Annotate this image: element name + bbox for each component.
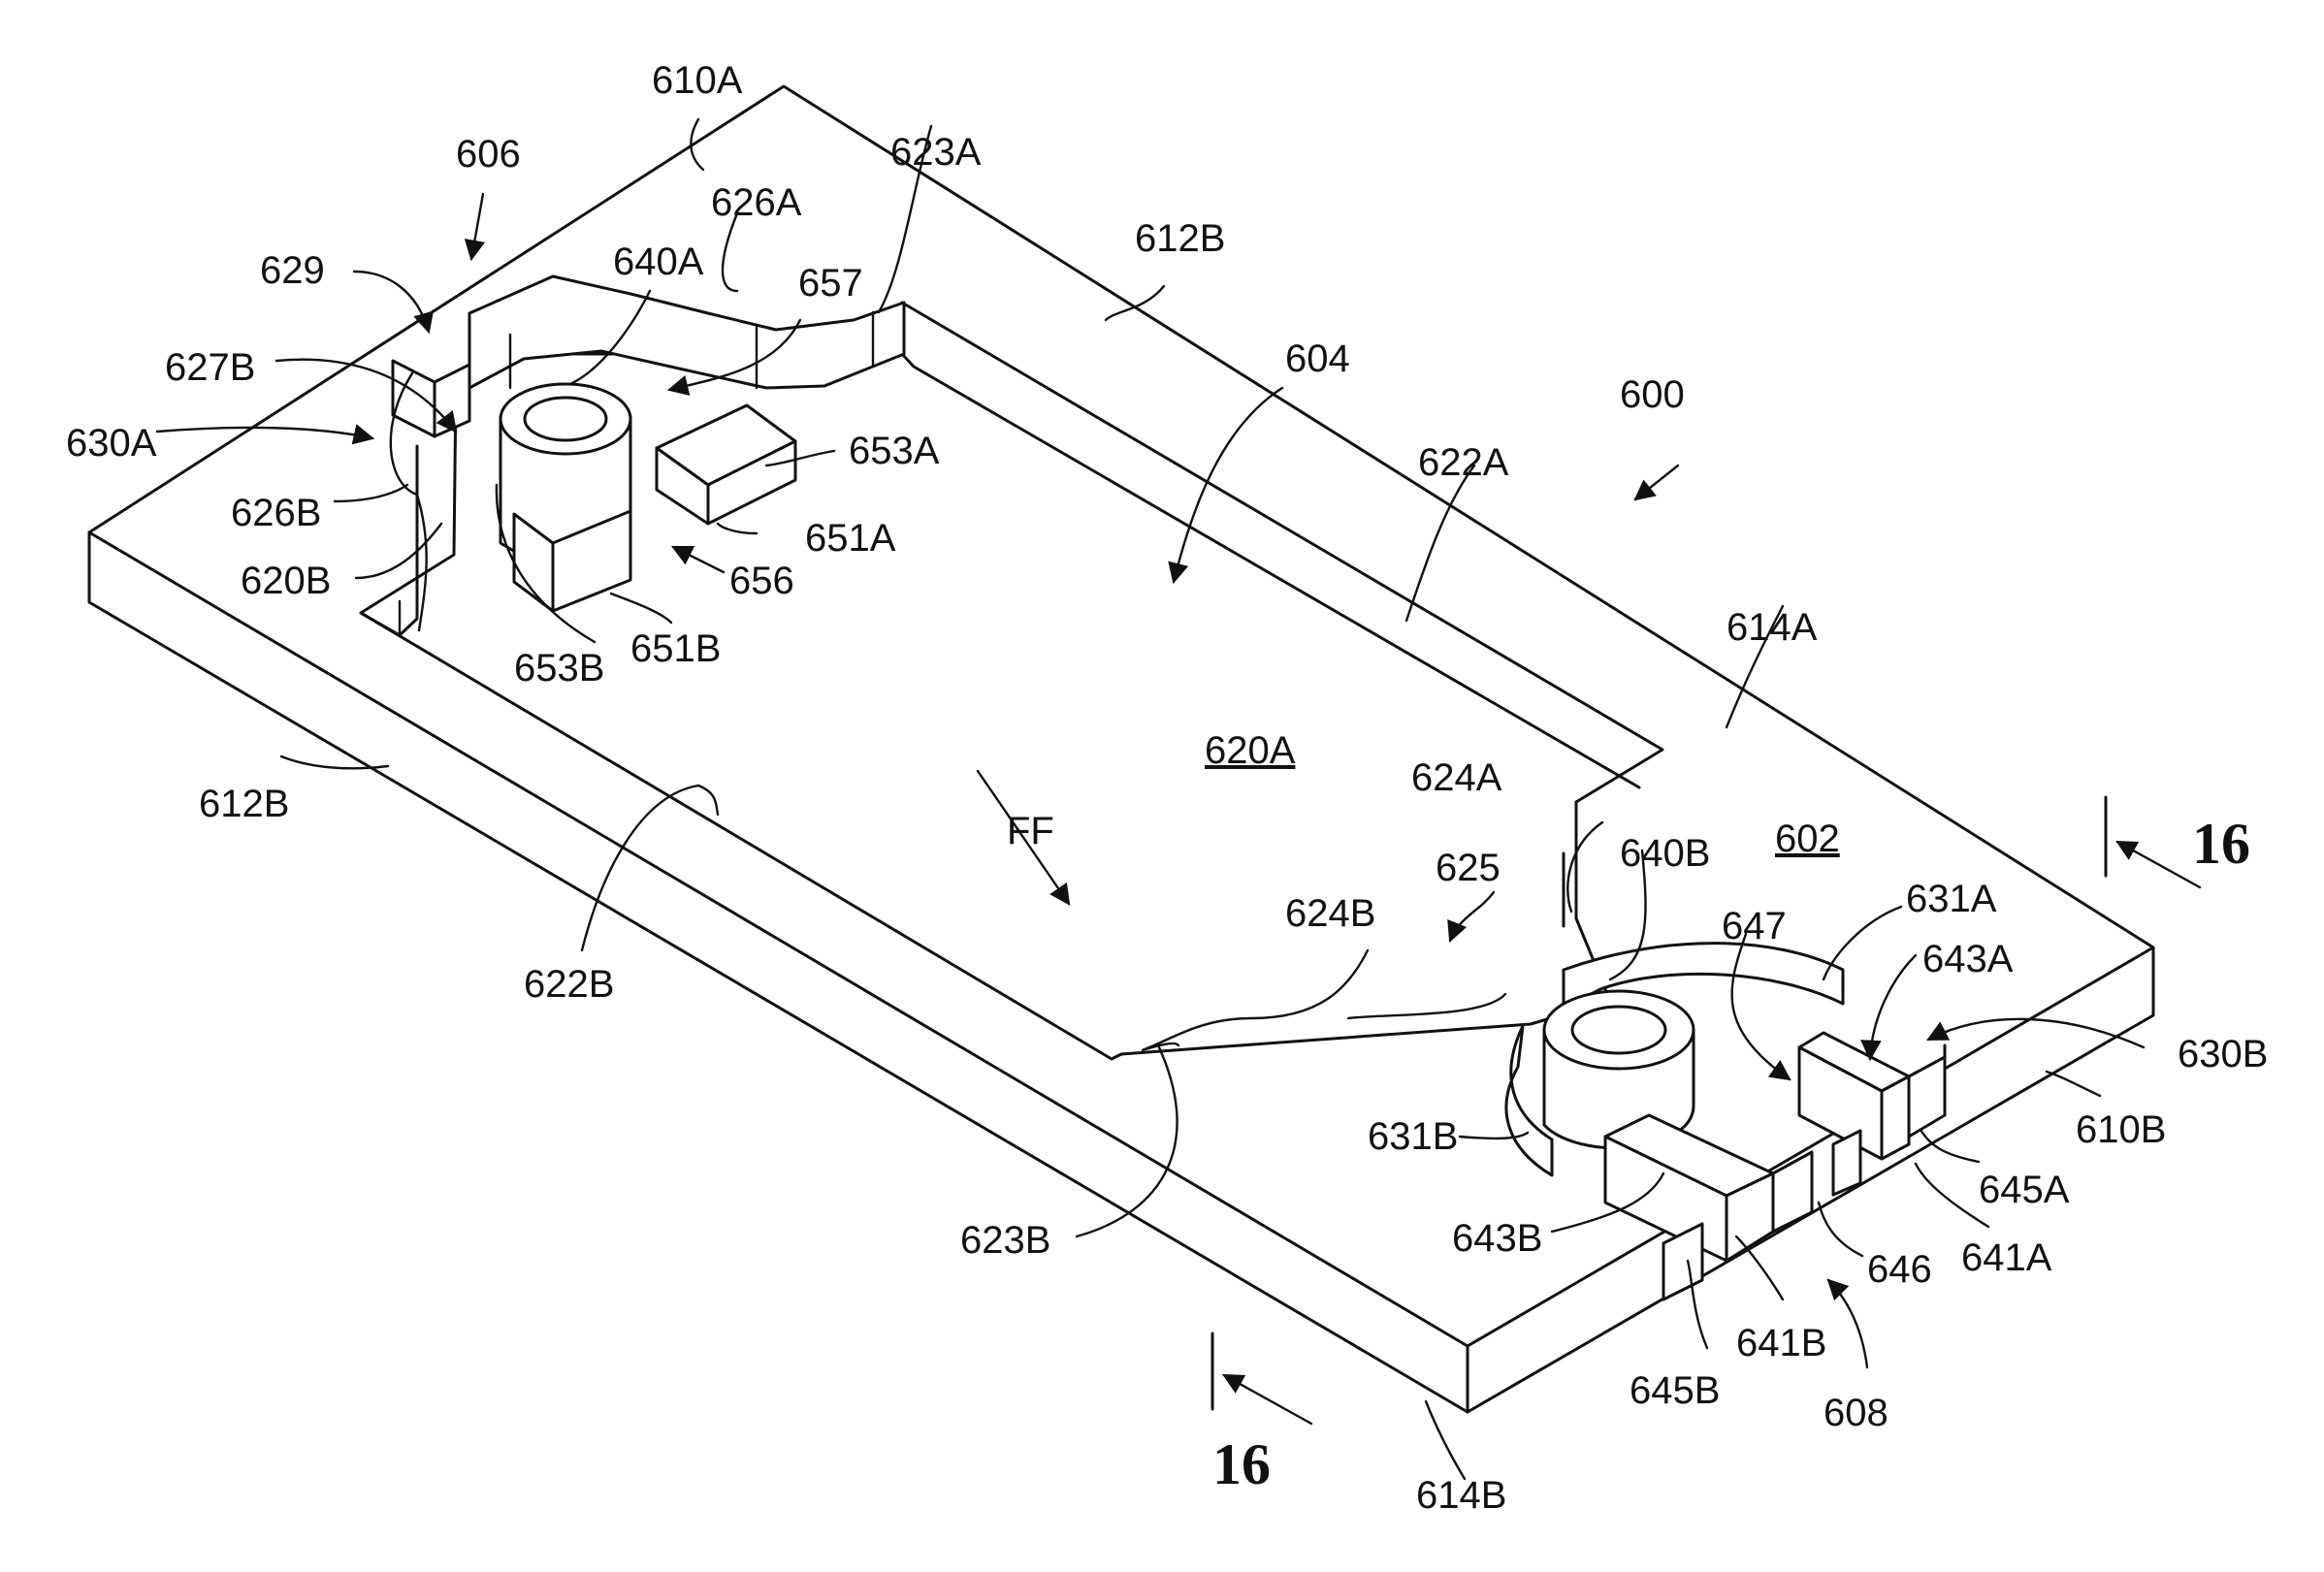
label-620A: 620A: [1205, 729, 1296, 772]
label-606: 606: [456, 133, 521, 176]
label-631A: 631A: [1906, 878, 1997, 920]
label-614B: 614B: [1416, 1474, 1506, 1517]
label-624A: 624A: [1411, 756, 1502, 799]
label-604: 604: [1285, 337, 1350, 380]
label-600: 600: [1620, 373, 1685, 416]
label-646: 646: [1867, 1248, 1932, 1291]
leader-lines: [157, 119, 2144, 1479]
label-623B: 623B: [960, 1219, 1050, 1262]
label-627B: 627B: [165, 346, 255, 389]
section-mark-bottom: 16: [1212, 1333, 1311, 1496]
label-626A: 626A: [711, 181, 802, 224]
section-label-right: 16: [2192, 812, 2250, 876]
label-640B: 640B: [1620, 832, 1710, 875]
label-630B: 630B: [2178, 1033, 2268, 1075]
section-label-bottom: 16: [1212, 1432, 1271, 1496]
label-643B: 643B: [1452, 1217, 1542, 1260]
label-653B: 653B: [514, 647, 604, 690]
label-623A: 623A: [890, 131, 982, 174]
label-620B: 620B: [241, 560, 331, 602]
label-622B: 622B: [524, 963, 614, 1006]
label-645A: 645A: [1979, 1169, 2070, 1211]
reference-labels: 610A 606 623A 626A 612B 629 640A 657 627…: [66, 59, 2268, 1517]
label-622A: 622A: [1418, 441, 1509, 484]
label-651A: 651A: [805, 517, 896, 560]
label-610A: 610A: [652, 59, 743, 102]
label-645B: 645B: [1630, 1369, 1720, 1412]
label-610B: 610B: [2076, 1108, 2166, 1151]
label-624B: 624B: [1285, 892, 1375, 935]
label-602: 602: [1775, 818, 1840, 860]
label-626B: 626B: [231, 492, 321, 534]
label-629: 629: [260, 249, 325, 292]
label-612B-left: 612B: [199, 783, 289, 825]
label-614A: 614A: [1727, 606, 1818, 649]
label-631B: 631B: [1368, 1115, 1458, 1158]
label-651B: 651B: [630, 627, 721, 670]
label-608: 608: [1824, 1392, 1888, 1434]
label-643A: 643A: [1922, 938, 2014, 980]
label-FF: FF: [1007, 810, 1054, 852]
label-656: 656: [729, 560, 794, 602]
label-653A: 653A: [849, 430, 940, 472]
label-612B-top: 612B: [1135, 217, 1225, 260]
label-657: 657: [798, 262, 863, 305]
section-mark-right: 16: [2106, 797, 2250, 887]
label-647: 647: [1722, 905, 1787, 947]
label-641B: 641B: [1736, 1322, 1826, 1364]
label-630A: 630A: [66, 422, 157, 465]
label-641A: 641A: [1961, 1236, 2052, 1279]
right-features: [1506, 944, 1945, 1299]
label-640A: 640A: [613, 241, 704, 283]
label-625: 625: [1436, 847, 1501, 889]
